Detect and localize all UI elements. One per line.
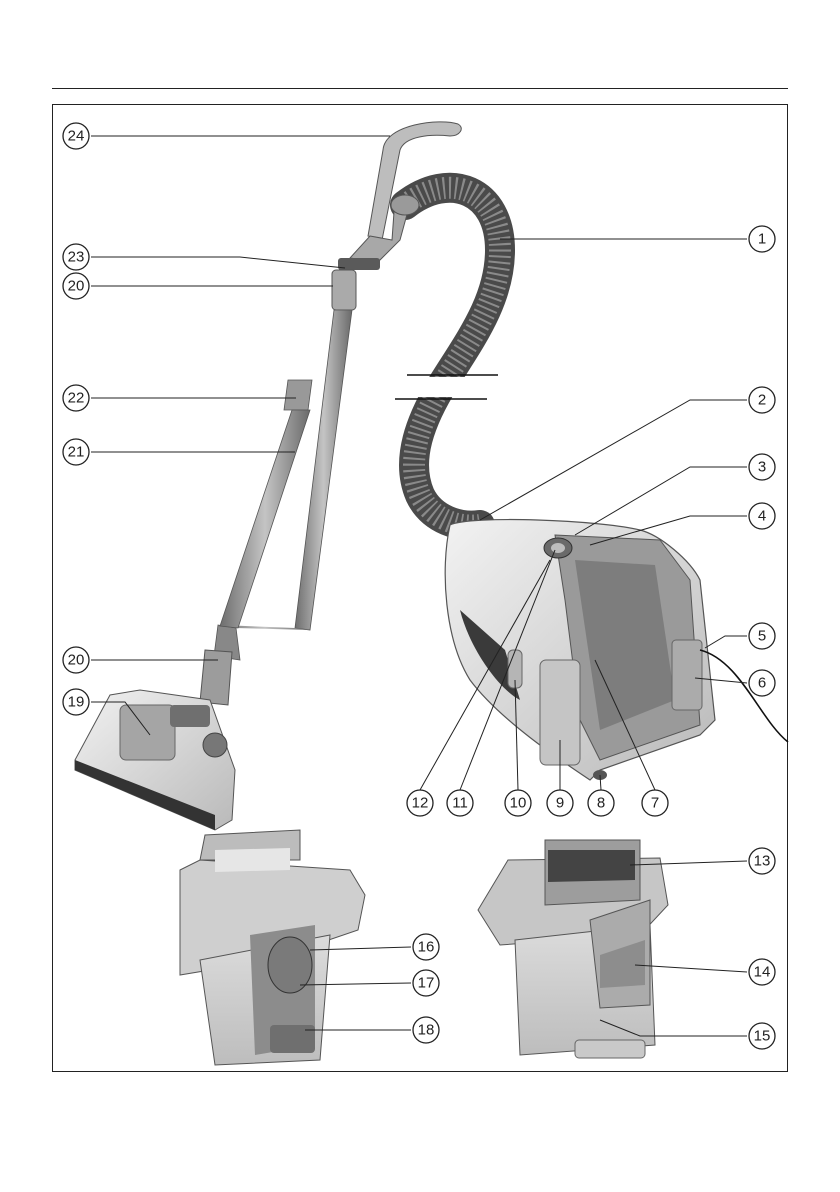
floor-head: [75, 650, 235, 830]
callout-label: 20: [68, 652, 85, 669]
suction-hose: [405, 188, 500, 526]
callout-7: 7: [642, 790, 668, 816]
callout-5: 5: [749, 623, 775, 649]
callout-24: 24: [63, 123, 89, 149]
callout-label: 23: [68, 249, 85, 266]
callout-1: 1: [749, 226, 775, 252]
callout-label: 13: [754, 853, 771, 870]
callout-16: 16: [413, 934, 439, 960]
callout-22: 22: [63, 385, 89, 411]
callout-8: 8: [588, 790, 614, 816]
callout-20a: 20: [63, 273, 89, 299]
callout-label: 18: [418, 1022, 435, 1039]
callout-15: 15: [749, 1023, 775, 1049]
callout-label: 8: [597, 795, 605, 812]
hose-break-marks: [395, 375, 500, 399]
callout-6: 6: [749, 670, 775, 696]
lower-tube: [220, 410, 310, 628]
callout-label: 15: [754, 1028, 771, 1045]
callout-label: 20: [68, 278, 85, 295]
callout-label: 19: [68, 694, 85, 711]
callout-label: 11: [452, 795, 468, 812]
callout-label: 3: [758, 459, 766, 476]
callout-21: 21: [63, 439, 89, 465]
callout-label: 17: [418, 975, 435, 992]
callout-label: 21: [68, 444, 85, 461]
callout-label: 14: [754, 964, 771, 981]
callout-label: 9: [556, 795, 564, 812]
dust-container-closed: [478, 840, 668, 1058]
callout-label: 16: [418, 939, 435, 956]
callout-label: 6: [758, 675, 766, 692]
callout-label: 1: [758, 231, 766, 248]
callout-20b: 20: [63, 647, 89, 673]
callout-label: 5: [758, 628, 766, 645]
callout-label: 10: [510, 795, 527, 812]
callout-10: 10: [505, 790, 531, 816]
callout-label: 24: [68, 128, 85, 145]
callout-label: 7: [651, 795, 659, 812]
callout-11: 11: [447, 790, 473, 816]
callout-23: 23: [63, 244, 89, 270]
callout-12: 12: [407, 790, 433, 816]
callout-4: 4: [749, 503, 775, 529]
callout-9: 9: [547, 790, 573, 816]
callout-3: 3: [749, 454, 775, 480]
callout-label: 2: [758, 392, 766, 409]
callout-14: 14: [749, 959, 775, 985]
callout-label: 4: [758, 508, 766, 525]
callout-19: 19: [63, 689, 89, 715]
callout-label: 12: [412, 795, 429, 812]
callout-17: 17: [413, 970, 439, 996]
handle-assembly: [332, 122, 461, 310]
callout-2: 2: [749, 387, 775, 413]
callout-18: 18: [413, 1017, 439, 1043]
vacuum-body: [445, 520, 788, 780]
callout-label: 22: [68, 390, 85, 407]
callout-13: 13: [749, 848, 775, 874]
